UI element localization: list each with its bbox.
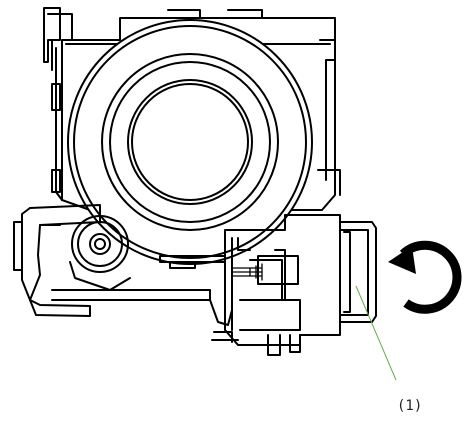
top-left-bracket [43, 7, 73, 71]
lower-left-mount [13, 204, 226, 317]
callout-label: (1) [397, 398, 423, 414]
right-actuator-block [209, 214, 341, 356]
callout-leader-line [355, 285, 397, 381]
lens-assembly [67, 19, 313, 265]
counterclockwise-rotation-arrow [388, 240, 462, 314]
spring-clip [339, 221, 377, 331]
